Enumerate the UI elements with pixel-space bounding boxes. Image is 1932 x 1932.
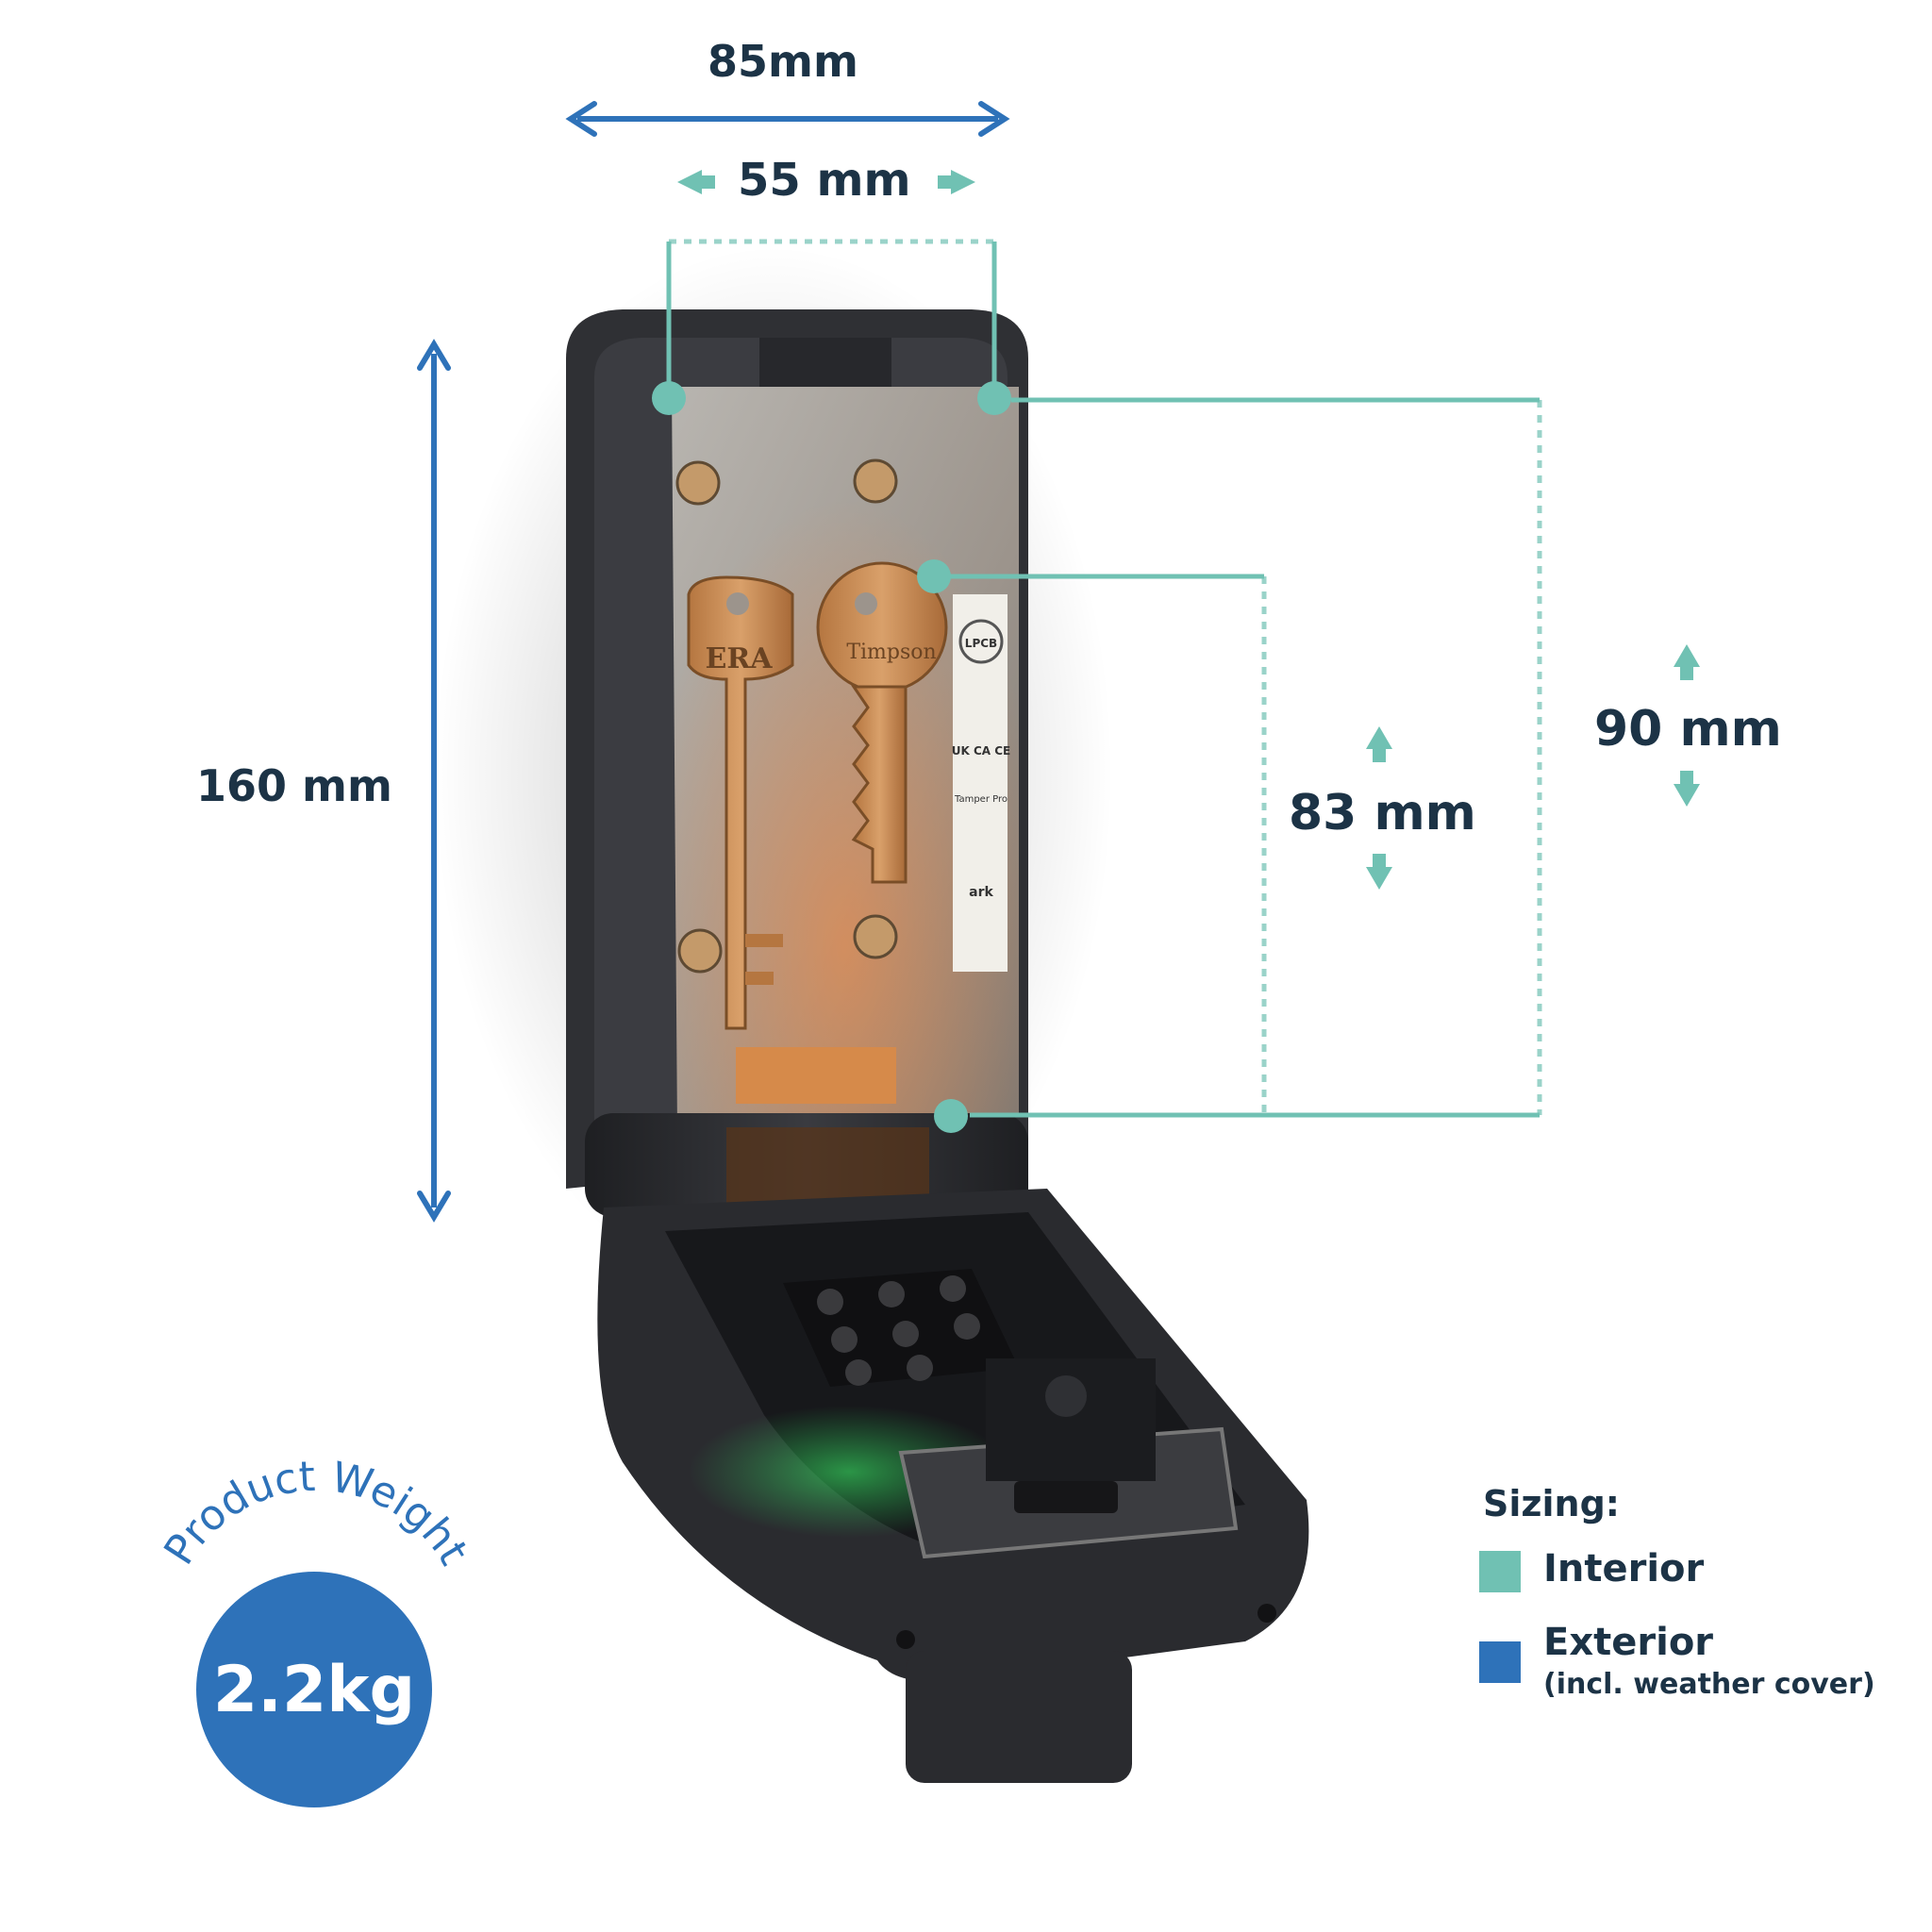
- screw-icon: [853, 914, 898, 959]
- screw-icon: [853, 458, 898, 504]
- exterior-width-label: 85mm: [708, 36, 858, 87]
- interior-height-keys-label: 83 mm: [1289, 785, 1476, 841]
- keypad-button: [831, 1326, 858, 1353]
- interior-width-label: 55 mm: [738, 154, 911, 207]
- screw-icon: [677, 928, 723, 974]
- certification-label: LPCB UK CA CE Tamper Pro ark: [952, 594, 1011, 972]
- weight-value: 2.2kg: [212, 1652, 416, 1727]
- keypad-button: [878, 1281, 905, 1307]
- interior-width-guide: [652, 170, 1011, 415]
- key-safe-lid: ERA Timpson LPCB UK CA CE Tamper Pro ark: [566, 309, 1028, 1217]
- keypad-button: [940, 1275, 966, 1302]
- exterior-height-arrow: [417, 339, 451, 1223]
- exterior-height-label: 160 mm: [196, 760, 392, 811]
- interior-height-total-label: 90 mm: [1594, 701, 1782, 758]
- keypad-button: [817, 1289, 843, 1315]
- key-right: Timpson: [816, 561, 948, 884]
- legend-interior-label: Interior: [1543, 1547, 1705, 1591]
- interior-height-guide-keys: [917, 559, 1392, 1113]
- weight-circle: [196, 1572, 432, 1807]
- legend-title: Sizing:: [1483, 1483, 1620, 1524]
- key-safe-base: [597, 1189, 1309, 1783]
- screw-icon: [675, 460, 721, 506]
- keypad-button: [845, 1359, 872, 1386]
- label-ark: ark: [969, 885, 993, 900]
- label-mark: LPCB: [965, 637, 997, 650]
- key-left-brand: ERA: [705, 642, 773, 675]
- keypad-button: [954, 1313, 980, 1340]
- interior-height-guide-total: [934, 397, 1700, 1133]
- key-right-brand: Timpson: [846, 641, 936, 664]
- legend-exterior-label: Exterior: [1543, 1621, 1714, 1664]
- mounting-bracket: [906, 1651, 1132, 1783]
- weight-arc-label: Product Weight: [155, 1453, 477, 1574]
- label-tamper: Tamper Pro: [954, 794, 1008, 805]
- exterior-width-arrow: [565, 101, 1010, 137]
- legend-exterior-note: (incl. weather cover): [1543, 1668, 1875, 1701]
- label-cert: UK CA CE: [952, 744, 1011, 758]
- keypad-button: [907, 1355, 933, 1381]
- key-left: ERA: [687, 575, 794, 1030]
- legend-interior-swatch: [1479, 1551, 1521, 1592]
- keypad-button: [892, 1321, 919, 1347]
- legend-exterior-swatch: [1479, 1641, 1521, 1683]
